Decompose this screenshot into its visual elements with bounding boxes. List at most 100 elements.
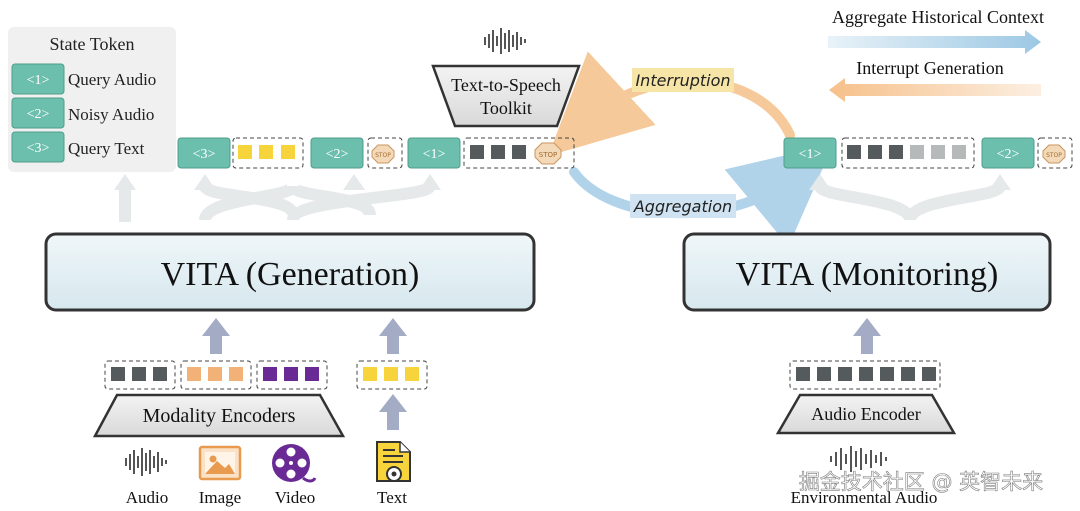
aggregate-context-arrow: Aggregate Historical Context bbox=[828, 7, 1044, 54]
audio-token-faded bbox=[931, 145, 945, 159]
tts-toolkit-box: Text-to-Speech Toolkit bbox=[431, 64, 581, 128]
audio-token-group bbox=[841, 137, 975, 169]
svg-text:STOP: STOP bbox=[1046, 152, 1062, 159]
monitoring-token-sequence: <1> <2> STOP bbox=[783, 137, 1073, 169]
input-label-video: Video bbox=[275, 488, 316, 507]
waveform-icon bbox=[484, 28, 526, 54]
state-token-3 bbox=[177, 137, 231, 169]
text-token-group bbox=[356, 360, 428, 390]
token-chip bbox=[11, 63, 65, 95]
audio-token-group bbox=[463, 137, 575, 169]
token-chip-label: <3> bbox=[27, 141, 50, 156]
state-token-label: <1> bbox=[799, 147, 822, 162]
stop-sign-icon: STOP bbox=[371, 144, 395, 164]
interrupt-generation-label: Interrupt Generation bbox=[856, 58, 1003, 78]
stop-token-group bbox=[367, 137, 403, 169]
encoder-token-groups bbox=[104, 360, 941, 390]
text-token-group bbox=[232, 137, 304, 169]
svg-text:STOP: STOP bbox=[539, 151, 557, 159]
up-arrow-icon bbox=[379, 318, 407, 354]
audio-token-faded bbox=[910, 145, 924, 159]
vita-generation-box: VITA (Generation) bbox=[44, 232, 536, 312]
audio-token bbox=[470, 145, 484, 159]
svg-text:STOP: STOP bbox=[375, 152, 391, 159]
up-arrow-icon bbox=[202, 318, 230, 354]
aggregation-flow: Aggregation bbox=[569, 144, 834, 247]
text-token bbox=[259, 145, 273, 159]
modality-encoders-box: Modality Encoders bbox=[92, 393, 346, 438]
vita-generation-label: VITA (Generation) bbox=[161, 256, 420, 293]
input-label-env-audio: Environmental Audio bbox=[791, 488, 938, 507]
vita-monitoring-box: VITA (Monitoring) bbox=[682, 232, 1052, 312]
legend-item-label: Query Text bbox=[68, 139, 145, 158]
autoregressive-arc bbox=[904, 182, 1006, 222]
audio-token bbox=[889, 145, 903, 159]
text-document-icon bbox=[376, 441, 411, 482]
waveform-icon bbox=[125, 448, 167, 476]
input-label-text: Text bbox=[377, 488, 407, 507]
state-token-2 bbox=[981, 137, 1035, 169]
state-token-1 bbox=[407, 137, 461, 169]
generation-token-sequence: <3> <2> STOP <1> STOP bbox=[177, 137, 575, 169]
audio-encoder-box: Audio Encoder bbox=[775, 393, 957, 435]
interruption-label: Interruption bbox=[635, 71, 730, 90]
waveform-icon bbox=[830, 446, 887, 472]
text-token bbox=[238, 145, 252, 159]
audio-token bbox=[512, 145, 526, 159]
state-token-legend: State Token <1> Query Audio <2> Noisy Au… bbox=[8, 27, 176, 172]
token-chip-label: <2> bbox=[27, 107, 50, 122]
stop-sign-icon: STOP bbox=[534, 142, 562, 165]
legend-item-query-audio: <1> Query Audio bbox=[11, 63, 156, 95]
film-reel-icon bbox=[272, 444, 317, 483]
legend-item-label: Query Audio bbox=[68, 70, 156, 89]
tts-label-line1: Text-to-Speech bbox=[451, 75, 561, 95]
state-token-label: <2> bbox=[997, 147, 1020, 162]
env-audio-token-group bbox=[789, 360, 941, 390]
orange-left-arrow-icon bbox=[829, 78, 1041, 102]
legend-item-query-text: <3> Query Text bbox=[11, 131, 145, 163]
input-label-image: Image bbox=[199, 488, 241, 507]
image-token-group bbox=[180, 360, 252, 390]
interrupt-generation-arrow: Interrupt Generation bbox=[829, 58, 1041, 102]
legend-item-noisy-audio: <2> Noisy Audio bbox=[11, 97, 154, 129]
state-token-label: <1> bbox=[423, 147, 446, 162]
up-arrow-icon bbox=[853, 318, 881, 354]
arc-arrowheads bbox=[809, 174, 1011, 190]
stop-sign-icon: STOP bbox=[1042, 144, 1066, 164]
interruption-label-bg bbox=[632, 68, 734, 92]
monitoring-autoregressive-arcs bbox=[814, 182, 1006, 222]
watermark: 掘金技术社区 @ 英智未来 bbox=[799, 470, 1043, 494]
audio-token bbox=[491, 145, 505, 159]
modality-encoders-label: Modality Encoders bbox=[143, 405, 296, 427]
state-token-2 bbox=[310, 137, 364, 169]
input-label-audio: Audio bbox=[126, 488, 169, 507]
blue-right-arrow-icon bbox=[828, 30, 1041, 54]
token-chip-label: <1> bbox=[27, 73, 50, 88]
arc-arrowheads bbox=[114, 174, 441, 190]
audio-token-faded bbox=[952, 145, 966, 159]
aggregation-label: Aggregation bbox=[633, 197, 732, 216]
generation-autoregressive-arcs bbox=[119, 180, 436, 223]
video-token-group bbox=[256, 360, 328, 390]
input-arrows bbox=[202, 318, 881, 430]
up-arrow-icon bbox=[379, 394, 407, 430]
audio-token bbox=[847, 145, 861, 159]
aggregation-label-bg bbox=[630, 194, 736, 218]
text-token bbox=[281, 145, 295, 159]
aggregate-context-label: Aggregate Historical Context bbox=[832, 7, 1044, 27]
token-chip bbox=[11, 131, 65, 163]
state-token-label: <3> bbox=[193, 147, 216, 162]
legend-title: State Token bbox=[50, 34, 135, 54]
token-chip bbox=[11, 97, 65, 129]
interruption-flow: Interruption bbox=[548, 51, 795, 156]
state-token-1 bbox=[783, 137, 837, 169]
audio-encoder-label: Audio Encoder bbox=[811, 404, 920, 424]
tts-label-line2: Toolkit bbox=[480, 98, 532, 118]
vita-monitoring-label: VITA (Monitoring) bbox=[736, 256, 999, 293]
stop-token-group bbox=[1037, 137, 1073, 169]
legend-item-label: Noisy Audio bbox=[68, 105, 154, 124]
autoregressive-arc bbox=[814, 182, 916, 222]
audio-token-group bbox=[104, 360, 176, 390]
state-token-label: <2> bbox=[326, 147, 349, 162]
